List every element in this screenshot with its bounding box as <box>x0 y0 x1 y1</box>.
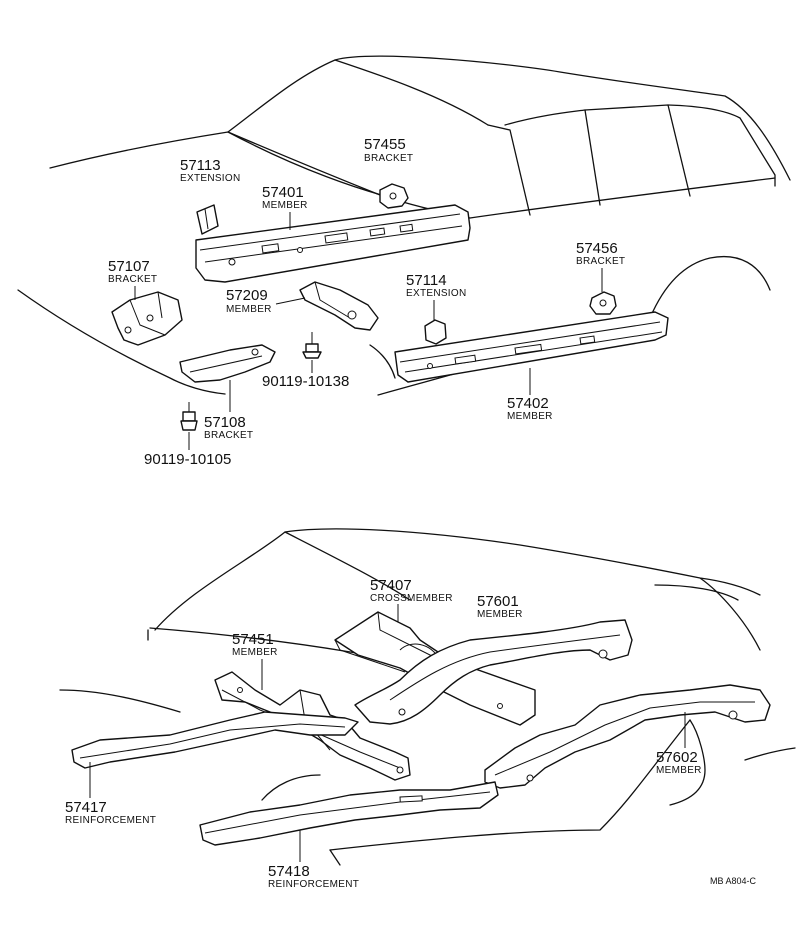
part-number-57418: 57418 <box>268 863 310 880</box>
part-name-57113: EXTENSION <box>180 173 241 184</box>
part-number-90119-10138: 90119-10138 <box>262 373 349 390</box>
label-90119-10105: 90119-10105 <box>144 432 231 468</box>
part-name-57402: MEMBER <box>507 411 553 422</box>
part-name-57407: CROSSMEMBER <box>370 593 453 604</box>
part-number-57601: 57601 <box>477 593 519 610</box>
part-number-57602: 57602 <box>656 749 698 766</box>
label-57114: 57114 EXTENSION <box>406 272 467 320</box>
part-number-57107: 57107 <box>108 258 150 275</box>
part-57401-member-shape[interactable] <box>195 204 471 283</box>
part-number-57407: 57407 <box>370 577 412 594</box>
car-body-outline-top <box>17 55 791 396</box>
car-body-outline-bottom <box>59 528 796 866</box>
part-name-57602: MEMBER <box>656 765 702 776</box>
part-number-90119-10105: 90119-10105 <box>144 451 231 468</box>
part-57108-bracket-shape[interactable] <box>179 344 276 383</box>
label-57418: 57418 REINFORCEMENT <box>268 830 359 890</box>
bolt-90119-10138-shape[interactable] <box>302 332 322 359</box>
part-number-57455: 57455 <box>364 136 406 153</box>
part-number-57456: 57456 <box>576 240 618 257</box>
part-name-57108: BRACKET <box>204 430 253 441</box>
part-57418-reinforcement-shape[interactable] <box>199 781 499 846</box>
label-57107: 57107 BRACKET <box>108 258 157 300</box>
part-57417-reinforcement-shape[interactable] <box>71 711 359 769</box>
part-57455-bracket-shape[interactable] <box>379 183 409 209</box>
label-57407: 57407 CROSSMEMBER <box>370 577 453 622</box>
part-number-57451: 57451 <box>232 631 274 648</box>
label-57209: 57209 MEMBER <box>226 287 306 315</box>
part-name-57601: MEMBER <box>477 609 523 620</box>
part-number-57108: 57108 <box>204 414 246 431</box>
bolt-90119-10105-shape[interactable] <box>180 402 198 431</box>
part-name-57418: REINFORCEMENT <box>268 879 359 890</box>
part-name-57417: REINFORCEMENT <box>65 815 156 826</box>
part-name-57456: BRACKET <box>576 256 625 267</box>
part-name-57209: MEMBER <box>226 304 272 315</box>
label-57417: 57417 REINFORCEMENT <box>65 762 156 826</box>
part-number-57417: 57417 <box>65 799 107 816</box>
label-57113: 57113 EXTENSION <box>180 157 241 184</box>
label-57602: 57602 MEMBER <box>656 712 702 776</box>
label-57451: 57451 MEMBER <box>232 631 278 690</box>
part-57601-member-shape[interactable] <box>354 619 633 725</box>
part-number-57209: 57209 <box>226 287 268 304</box>
part-name-57451: MEMBER <box>232 647 278 658</box>
part-number-57402: 57402 <box>507 395 549 412</box>
part-57114-extension-shape[interactable] <box>424 319 447 345</box>
label-57456: 57456 BRACKET <box>576 240 625 292</box>
part-57402-member-shape[interactable] <box>394 311 669 383</box>
part-57456-bracket-shape[interactable] <box>589 291 617 315</box>
part-name-57401: MEMBER <box>262 200 308 211</box>
label-57108: 57108 BRACKET <box>204 380 253 441</box>
part-name-57114: EXTENSION <box>406 288 467 299</box>
label-90119-10138: 90119-10138 <box>262 360 349 390</box>
label-57601: 57601 MEMBER <box>477 593 523 620</box>
part-57107-bracket-shape[interactable] <box>111 291 183 346</box>
part-57602-member-shape[interactable] <box>484 684 771 789</box>
part-name-57455: BRACKET <box>364 153 413 164</box>
part-number-57113: 57113 <box>180 157 221 174</box>
part-number-57401: 57401 <box>262 184 304 201</box>
part-57209-member-shape[interactable] <box>299 281 379 331</box>
label-57402: 57402 MEMBER <box>507 368 553 422</box>
part-57113-extension-shape[interactable] <box>196 204 219 235</box>
part-name-57107: BRACKET <box>108 274 157 285</box>
part-number-57114: 57114 <box>406 272 447 289</box>
label-57455: 57455 BRACKET <box>364 136 413 164</box>
label-57401: 57401 MEMBER <box>262 184 308 230</box>
figure-code: MB A804-C <box>710 876 757 886</box>
